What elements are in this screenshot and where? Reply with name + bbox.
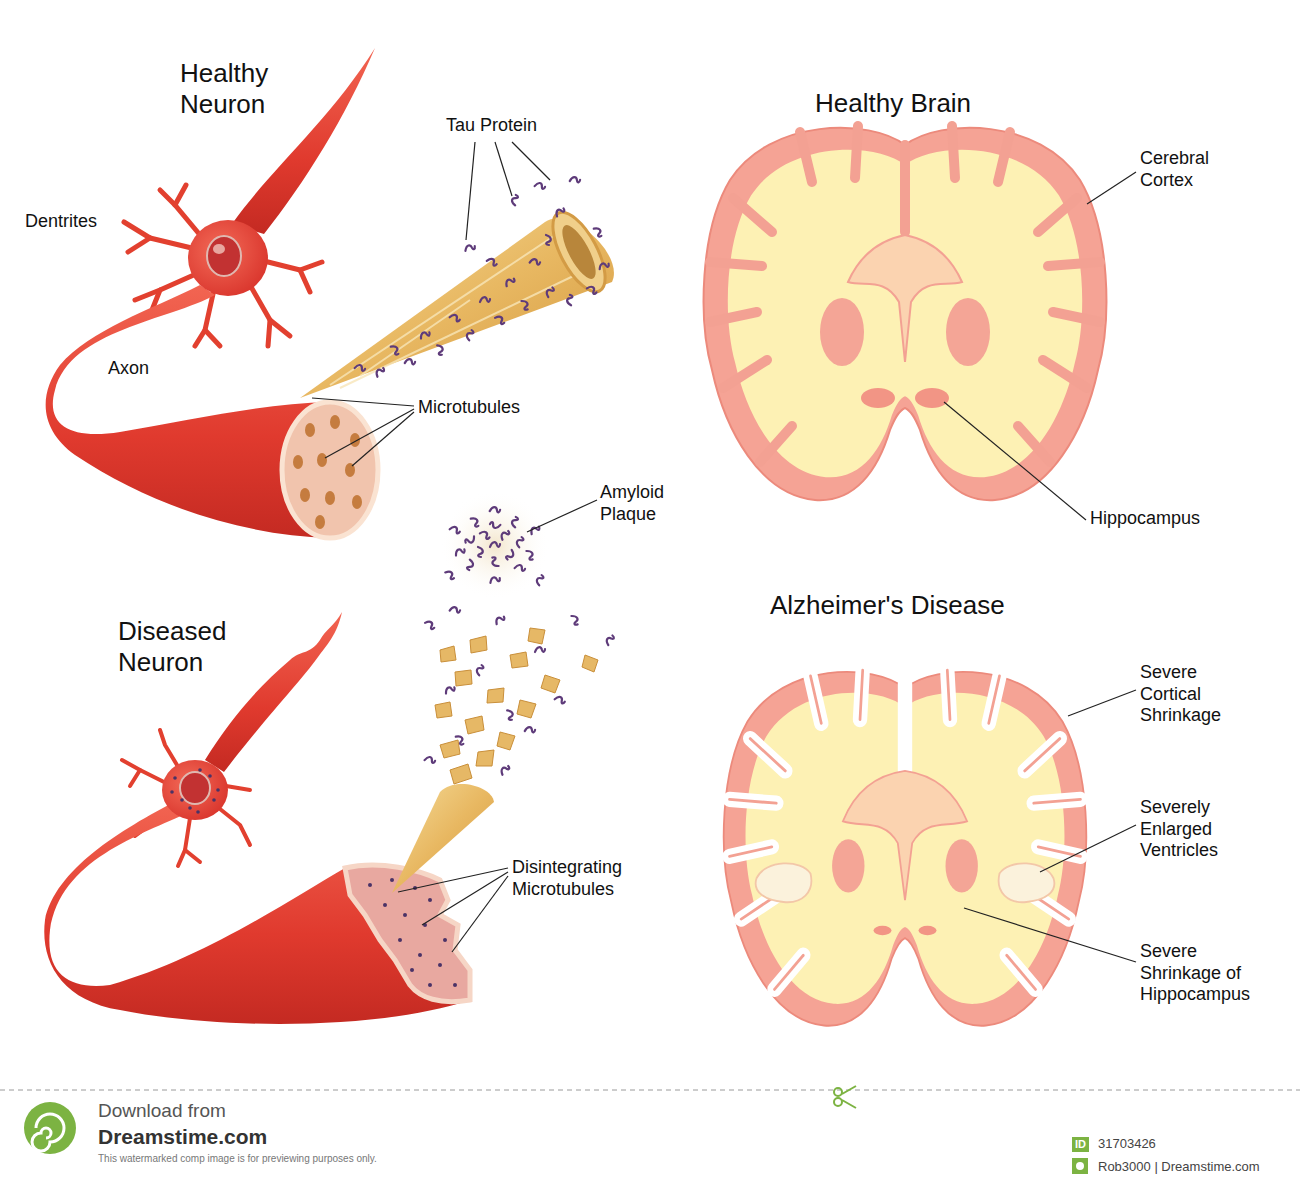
watermark-footer (0, 1086, 1300, 1174)
healthy-neuron (46, 48, 616, 538)
part-label: Severely Enlarged Ventricles (1140, 797, 1250, 862)
watermark-id: 31703426 (1098, 1136, 1156, 1152)
healthy-brain (704, 126, 1136, 520)
section-heading: Healthy Brain (815, 88, 971, 119)
alzheimer-brain (724, 670, 1136, 1025)
part-label: Cerebral Cortex (1140, 148, 1240, 191)
diseased-neuron (44, 490, 614, 1024)
part-label: Axon (108, 358, 149, 380)
watermark-text: Download from (98, 1100, 226, 1123)
watermark-id-badge: ID (1072, 1137, 1089, 1152)
watermark-credit: Rob3000 | Dreamstime.com (1098, 1159, 1260, 1175)
watermark-note: This watermarked comp image is for previ… (98, 1153, 377, 1165)
section-heading: Alzheimer's Disease (770, 590, 1005, 621)
part-label: Hippocampus (1090, 508, 1200, 530)
part-label: Severe Shrinkage of Hippocampus (1140, 941, 1265, 1006)
section-heading: Diseased Neuron (118, 616, 238, 678)
part-label: Tau Protein (446, 115, 537, 137)
part-label: Disintegrating Microtubules (512, 857, 652, 900)
part-label: Amyloid Plaque (600, 482, 680, 525)
watermark-text: Dreamstime.com (98, 1124, 267, 1149)
section-heading: Healthy Neuron (180, 58, 300, 120)
part-label: Dentrites (25, 211, 97, 233)
part-label: Severe Cortical Shrinkage (1140, 662, 1250, 727)
part-label: Microtubules (418, 397, 520, 419)
